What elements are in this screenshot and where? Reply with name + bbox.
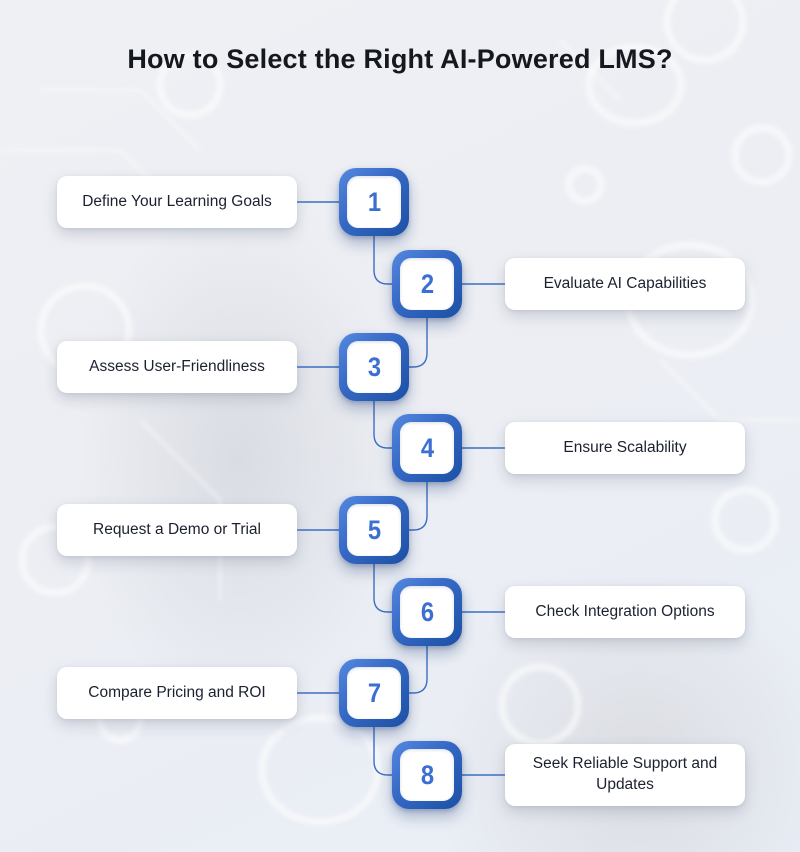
step-number: 2 [420, 268, 434, 299]
step-badge-inner: 1 [347, 176, 401, 228]
step-badge-7: 7 [339, 659, 409, 727]
step-badge-1: 1 [339, 168, 409, 236]
step-number: 5 [367, 514, 381, 545]
step-label-2: Evaluate AI Capabilities [505, 258, 745, 310]
step-label-3: Assess User-Friendliness [57, 341, 297, 393]
step-label-5: Request a Demo or Trial [57, 504, 297, 556]
step-badge-5: 5 [339, 496, 409, 564]
step-label-8: Seek Reliable Support and Updates [505, 744, 745, 806]
step-badge-inner: 6 [400, 586, 454, 638]
step-number: 1 [367, 186, 381, 217]
step-label-1: Define Your Learning Goals [57, 176, 297, 228]
step-number: 4 [420, 432, 434, 463]
step-badge-inner: 7 [347, 667, 401, 719]
step-number: 7 [367, 677, 381, 708]
step-badge-inner: 2 [400, 258, 454, 310]
step-number: 3 [367, 351, 381, 382]
step-badge-inner: 4 [400, 422, 454, 474]
step-label-7: Compare Pricing and ROI [57, 667, 297, 719]
step-badge-inner: 3 [347, 341, 401, 393]
step-badge-8: 8 [392, 741, 462, 809]
step-badge-inner: 8 [400, 749, 454, 801]
step-label-4: Ensure Scalability [505, 422, 745, 474]
step-number: 8 [420, 759, 434, 790]
step-label-6: Check Integration Options [505, 586, 745, 638]
step-badge-3: 3 [339, 333, 409, 401]
step-badge-4: 4 [392, 414, 462, 482]
step-badge-6: 6 [392, 578, 462, 646]
step-badge-2: 2 [392, 250, 462, 318]
step-badge-inner: 5 [347, 504, 401, 556]
step-number: 6 [420, 596, 434, 627]
